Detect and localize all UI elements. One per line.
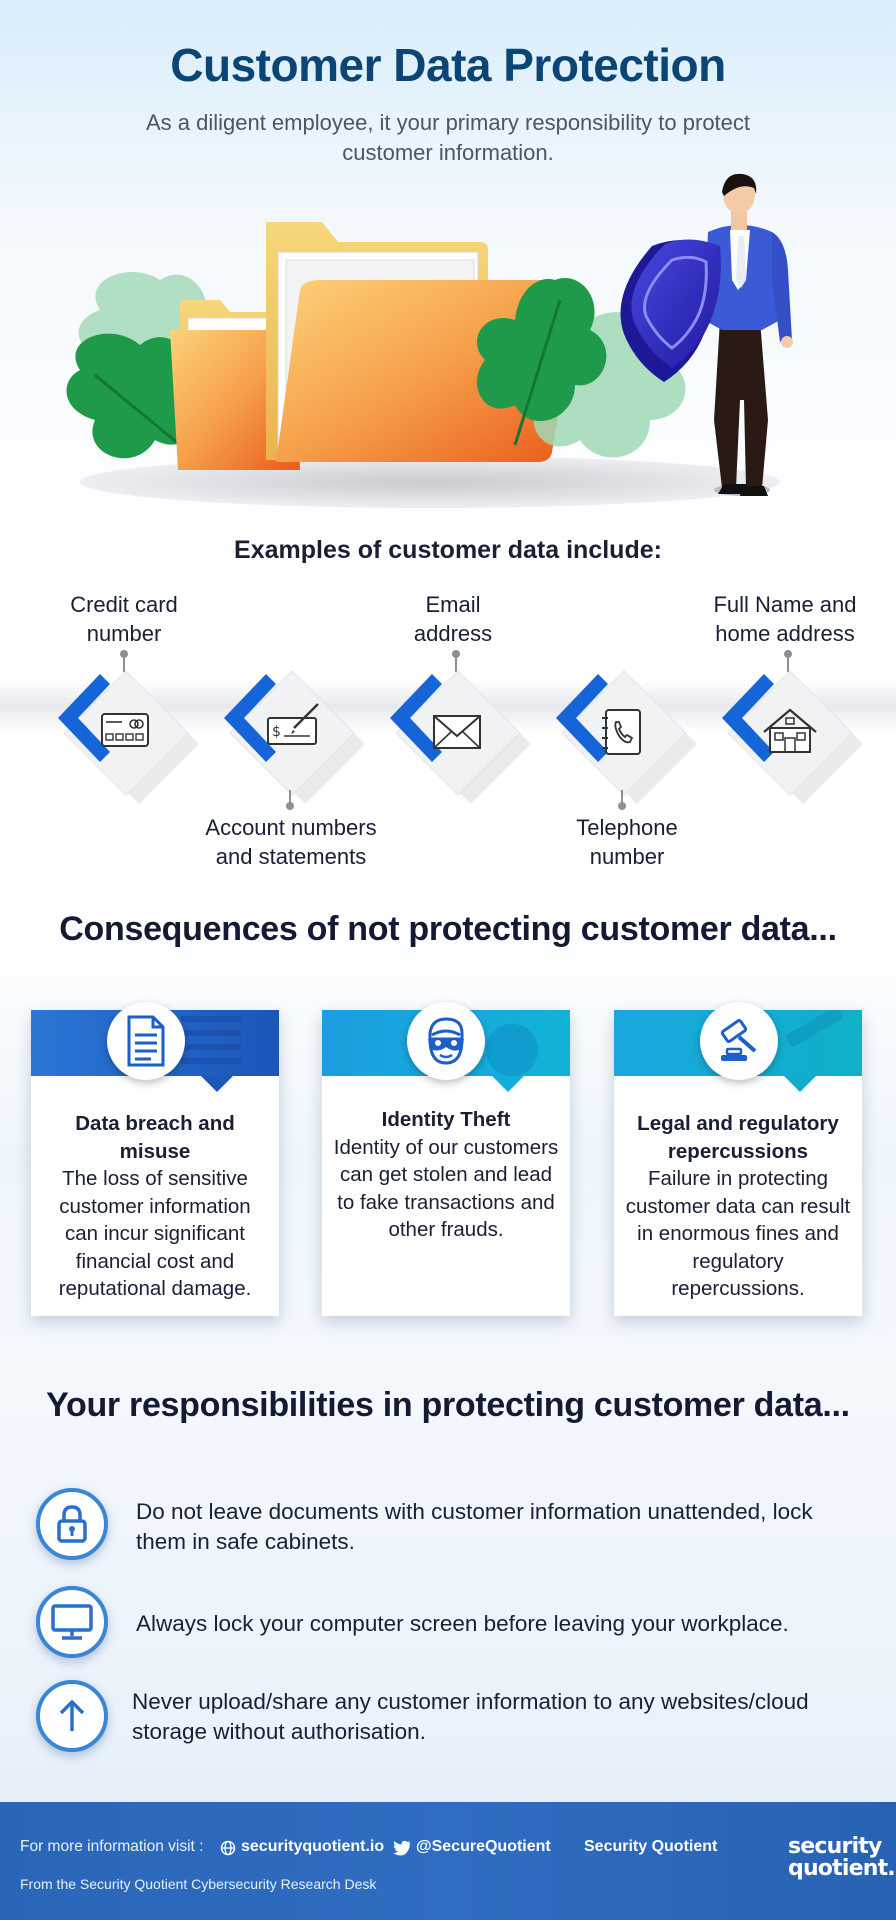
upload-arrow-icon [59, 1699, 85, 1731]
cheque-icon: $ [267, 703, 319, 745]
label-line: Account numbers [205, 815, 377, 840]
responsibilities-heading: Your responsibilities in protecting cust… [46, 1386, 850, 1424]
footer: For more information visit : securityquo… [0, 1802, 896, 1920]
connector-dot [618, 802, 626, 810]
responsibility-icon-upload [36, 1680, 108, 1752]
page-title: Customer Data Protection [170, 39, 726, 91]
responsibility-text-lock-screen: Always lock your computer screen before … [136, 1611, 789, 1636]
card-title: Identity Theft [381, 1108, 511, 1131]
consequence-card-legal: Legal and regulatory repercussions Failu… [614, 1002, 862, 1316]
document-icon [127, 1015, 165, 1067]
envelope-icon [433, 715, 481, 749]
cheque-diamond: $ [224, 670, 364, 804]
email-diamond [390, 670, 530, 804]
label-line: Email [425, 592, 481, 617]
credit-card-icon [101, 713, 149, 747]
card-header-pattern [486, 1024, 538, 1076]
card-body: The loss of sensitive customer informati… [58, 1167, 252, 1300]
logo-line: security [788, 1834, 882, 1859]
card-notch [784, 1076, 816, 1092]
hero-illustration [66, 173, 793, 508]
connector-dot [120, 650, 128, 658]
card-notch [201, 1076, 233, 1092]
twitter-icon [393, 1840, 411, 1856]
example-label-account: Account numbers and statements [191, 813, 391, 871]
consequence-card-identity-theft: Identity Theft Identity of our customers… [322, 1002, 570, 1316]
card-body: Identity of our customers can get stolen… [333, 1135, 559, 1242]
card-badge [107, 1002, 185, 1080]
footer-company: Security Quotient [584, 1838, 718, 1855]
svg-text:$: $ [272, 724, 281, 740]
label-line: address [413, 621, 493, 646]
connector-dot [784, 650, 792, 658]
label-line: Telephone [576, 815, 678, 840]
responsibility-icon-padlock [36, 1488, 108, 1560]
example-label-telephone: Telephone number [527, 813, 727, 871]
shield-icon [620, 239, 721, 382]
consequences-heading: Consequences of not protecting customer … [59, 910, 837, 948]
security-quotient-logo: security quotient. [788, 1834, 896, 1881]
card-content: Data breach and misuse The loss of sensi… [41, 1110, 269, 1303]
footer-info-label: For more information visit : [20, 1838, 204, 1855]
footer-research-desk: From the Security Quotient Cybersecurity… [20, 1876, 377, 1892]
connector-line [455, 656, 457, 672]
connector-dot [452, 650, 460, 658]
label-line: number [589, 844, 665, 869]
card-body: Failure in protecting customer data can … [625, 1167, 851, 1300]
card-header-pattern [785, 1010, 843, 1047]
logo-line: quotient. [788, 1856, 896, 1881]
page-subtitle: As a diligent employee, it your primary … [145, 110, 751, 165]
credit-card-diamond [58, 670, 198, 804]
connector-dot [286, 802, 294, 810]
footer-twitter-link[interactable]: @SecureQuotient [416, 1838, 551, 1855]
card-title: Legal and regulatory repercussions [637, 1112, 839, 1163]
example-label-credit-card: Credit card number [24, 590, 224, 648]
label-line: home address [715, 621, 855, 646]
phone-book-icon [602, 709, 641, 755]
address-diamond [722, 670, 862, 804]
masked-thief-icon [428, 1017, 464, 1065]
globe-icon [220, 1840, 236, 1856]
responsibility-text-upload: Never upload/share any customer informat… [132, 1689, 809, 1744]
card-title: Data breach and misuse [75, 1112, 235, 1163]
connector-line [289, 790, 291, 804]
consequence-card-data-breach: Data breach and misuse The loss of sensi… [31, 1002, 279, 1316]
examples-heading: Examples of customer data include: [234, 536, 662, 564]
card-header-pattern [181, 1016, 241, 1064]
label-line: Full Name and [713, 592, 857, 617]
connector-line [787, 656, 789, 672]
label-line: and statements [215, 844, 367, 869]
card-content: Legal and regulatory repercussions Failu… [624, 1110, 852, 1303]
monitor-icon [51, 1604, 93, 1640]
businessman-icon [704, 173, 793, 496]
gavel-icon [720, 1019, 757, 1061]
card-content: Identity Theft Identity of our customers… [332, 1106, 560, 1244]
card-badge [700, 1002, 778, 1080]
house-icon [763, 708, 817, 753]
example-label-email: Email address [353, 590, 553, 648]
card-notch [492, 1076, 524, 1092]
label-line: Credit card [70, 592, 178, 617]
telephone-diamond [556, 670, 696, 804]
example-label-full-name: Full Name and home address [685, 590, 885, 648]
footer-website-link[interactable]: securityquotient.io [241, 1838, 385, 1855]
connector-line [621, 790, 623, 804]
responsibility-icon-monitor [36, 1586, 108, 1658]
connector-line [123, 656, 125, 672]
padlock-icon [57, 1505, 87, 1543]
card-badge [407, 1002, 485, 1080]
label-line: number [86, 621, 162, 646]
responsibility-text-documents: Do not leave documents with customer inf… [136, 1499, 813, 1554]
